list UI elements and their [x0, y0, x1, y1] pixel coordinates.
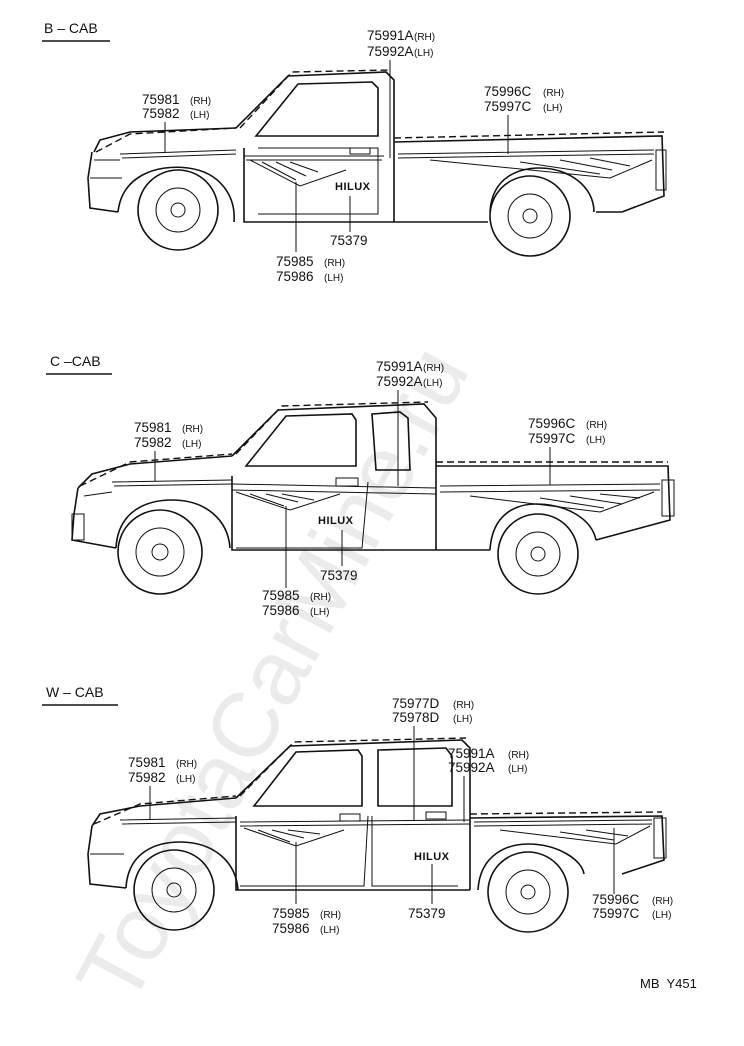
side-suffix: (LH): [508, 764, 527, 775]
side-suffix: (RH): [190, 96, 211, 107]
part-number: 75981: [142, 92, 180, 107]
section-title-b-cab: B – CAB: [44, 20, 98, 36]
side-suffix: (LH): [182, 439, 201, 450]
part-number: 75997C: [484, 99, 532, 114]
section-title-w-cab: W – CAB: [46, 684, 104, 700]
side-suffix: (LH): [320, 925, 339, 936]
figure-reference: MB Y451: [640, 976, 697, 991]
side-suffix: (LH): [652, 910, 671, 921]
part-number: 75992A: [448, 760, 495, 775]
part-number: 75986: [276, 269, 314, 284]
side-suffix: (LH): [310, 607, 329, 618]
part-number: 75978D: [392, 710, 440, 725]
part-number: 75997C: [592, 906, 640, 921]
side-suffix: (LH): [324, 273, 343, 284]
part-number: 75985: [272, 906, 310, 921]
hilux-badge: HILUX: [335, 181, 371, 193]
part-number: 75985: [262, 588, 300, 603]
part-number: 75379: [320, 568, 358, 583]
side-suffix: (RH): [182, 424, 203, 435]
part-number: 75992A: [367, 44, 414, 59]
section-b-cab: B – CAB: [42, 20, 667, 284]
side-suffix: (LH): [190, 110, 209, 121]
part-number: 75977D: [392, 696, 440, 711]
side-suffix: (LH): [414, 48, 433, 59]
part-number: 75981: [128, 755, 166, 770]
part-number: 75992A: [376, 374, 423, 389]
side-suffix: (LH): [453, 714, 472, 725]
part-number: 75986: [262, 603, 300, 618]
hilux-badge: HILUX: [414, 851, 450, 863]
part-number: 75379: [330, 233, 368, 248]
side-suffix: (RH): [414, 32, 435, 43]
section-c-cab: C –CAB: [46, 353, 675, 618]
side-suffix: (LH): [543, 103, 562, 114]
part-number: 75996C: [592, 892, 640, 907]
part-number: 75981: [134, 420, 172, 435]
side-suffix: (RH): [324, 258, 345, 269]
section-w-cab: W – CAB: [42, 684, 673, 936]
part-number: 75379: [408, 906, 446, 921]
part-number: 75982: [142, 106, 180, 121]
side-suffix: (RH): [176, 759, 197, 770]
part-number: 75991A: [376, 359, 423, 374]
truck-w-cab: [87, 737, 667, 933]
side-suffix: (RH): [453, 700, 474, 711]
part-number: 75985: [276, 254, 314, 269]
part-number: 75982: [134, 435, 172, 450]
side-suffix: (RH): [320, 910, 341, 921]
truck-b-cab: [87, 69, 667, 257]
part-number: 75982: [128, 770, 166, 785]
part-number: 75997C: [528, 431, 576, 446]
side-suffix: (RH): [310, 592, 331, 603]
part-number: 75991A: [448, 746, 495, 761]
section-title-c-cab: C –CAB: [50, 353, 101, 369]
side-suffix: (LH): [586, 435, 605, 446]
part-number: 75986: [272, 921, 310, 936]
side-suffix: (LH): [176, 774, 195, 785]
hilux-badge: HILUX: [318, 515, 354, 527]
side-suffix: (RH): [586, 420, 607, 431]
side-suffix: (RH): [543, 88, 564, 99]
side-suffix: (RH): [508, 750, 529, 761]
side-suffix: (RH): [423, 363, 444, 374]
part-number: 75991A: [367, 28, 414, 43]
truck-c-cab: [71, 401, 675, 595]
part-number: 75996C: [528, 416, 576, 431]
side-suffix: (RH): [652, 896, 673, 907]
side-suffix: (LH): [423, 378, 442, 389]
part-number: 75996C: [484, 84, 532, 99]
